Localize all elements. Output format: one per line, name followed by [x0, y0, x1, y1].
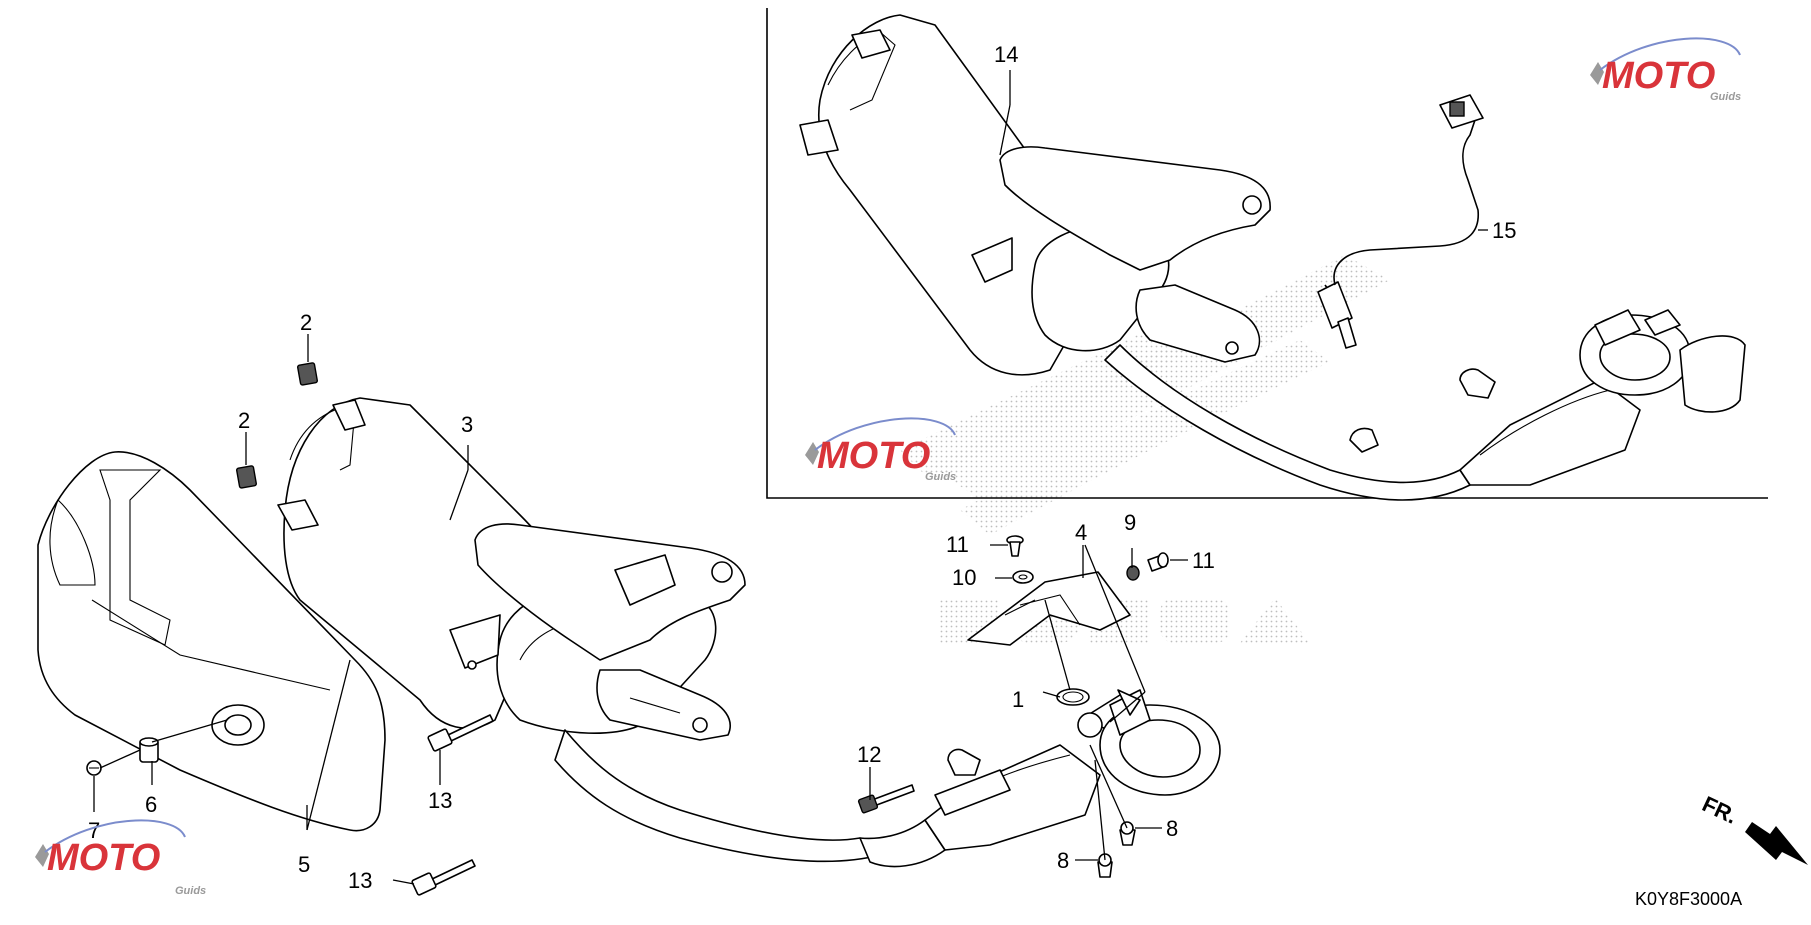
screw-7 [86, 760, 102, 776]
watermark-logo-bottom-left: MOTO Guids [35, 819, 206, 897]
label-part-6: 6 [145, 792, 157, 817]
bolt-13-lower [411, 859, 476, 896]
label-part-13-upper: 13 [428, 788, 452, 813]
svg-text:MOTO: MOTO [47, 837, 160, 879]
label-part-2-upper: 2 [300, 310, 312, 335]
label-part-12: 12 [857, 742, 881, 767]
label-part-3: 3 [461, 412, 473, 437]
label-part-9: 9 [1124, 510, 1136, 535]
grommet [139, 737, 159, 763]
svg-text:Guids: Guids [925, 471, 956, 483]
exhaust-pipe [554, 689, 1221, 868]
label-part-7: 7 [88, 818, 100, 843]
label-part-5: 5 [298, 852, 310, 877]
washer-10 [1012, 570, 1034, 584]
inset-muffler [799, 14, 1271, 376]
muffler [277, 397, 746, 741]
front-arrow-icon [1745, 822, 1808, 865]
label-part-13-lower: 13 [348, 868, 372, 893]
label-part-11-right: 11 [1192, 548, 1215, 573]
bolt-13-upper [427, 714, 494, 752]
gasket [1056, 688, 1090, 706]
svg-text:Guids: Guids [1710, 91, 1741, 103]
inset-exhaust-pipe [1104, 309, 1746, 501]
label-part-14: 14 [994, 42, 1018, 67]
heat-shield [37, 451, 386, 832]
heat-protector-plate [967, 571, 1131, 646]
watermark-logo-top-right: MOTO Guids [1590, 37, 1741, 103]
label-part-11-upper: 11 [946, 532, 969, 557]
label-part-2-lower: 2 [238, 408, 250, 433]
diagram-code: K0Y8F3000A [1635, 889, 1742, 909]
bolt-12 [857, 784, 915, 814]
label-part-10: 10 [952, 565, 976, 590]
label-part-8-right: 8 [1166, 816, 1178, 841]
label-part-8-left: 8 [1057, 848, 1069, 873]
washer-9 [1126, 565, 1140, 581]
leader-lines [93, 70, 1488, 885]
label-part-15: 15 [1492, 218, 1516, 243]
oxygen-sensor [1317, 94, 1484, 349]
svg-text:MOTO: MOTO [1602, 55, 1715, 97]
front-direction-indicator: FR. [1698, 791, 1808, 865]
clip-lower [236, 465, 257, 489]
label-part-1: 1 [1012, 687, 1024, 712]
honda-text-watermark [940, 598, 1310, 643]
bolt-11-upper [1006, 535, 1024, 557]
svg-text:Guids: Guids [175, 885, 206, 897]
svg-text:MOTO: MOTO [817, 435, 930, 477]
label-part-4: 4 [1075, 520, 1087, 545]
front-indicator-label: FR. [1698, 791, 1741, 829]
inset-box-frame [766, 8, 1768, 499]
clip-upper [297, 362, 318, 386]
bolt-11-right [1147, 552, 1169, 572]
watermark-logo-middle: MOTO Guids [805, 417, 956, 483]
bolt-8-right [1119, 821, 1136, 846]
